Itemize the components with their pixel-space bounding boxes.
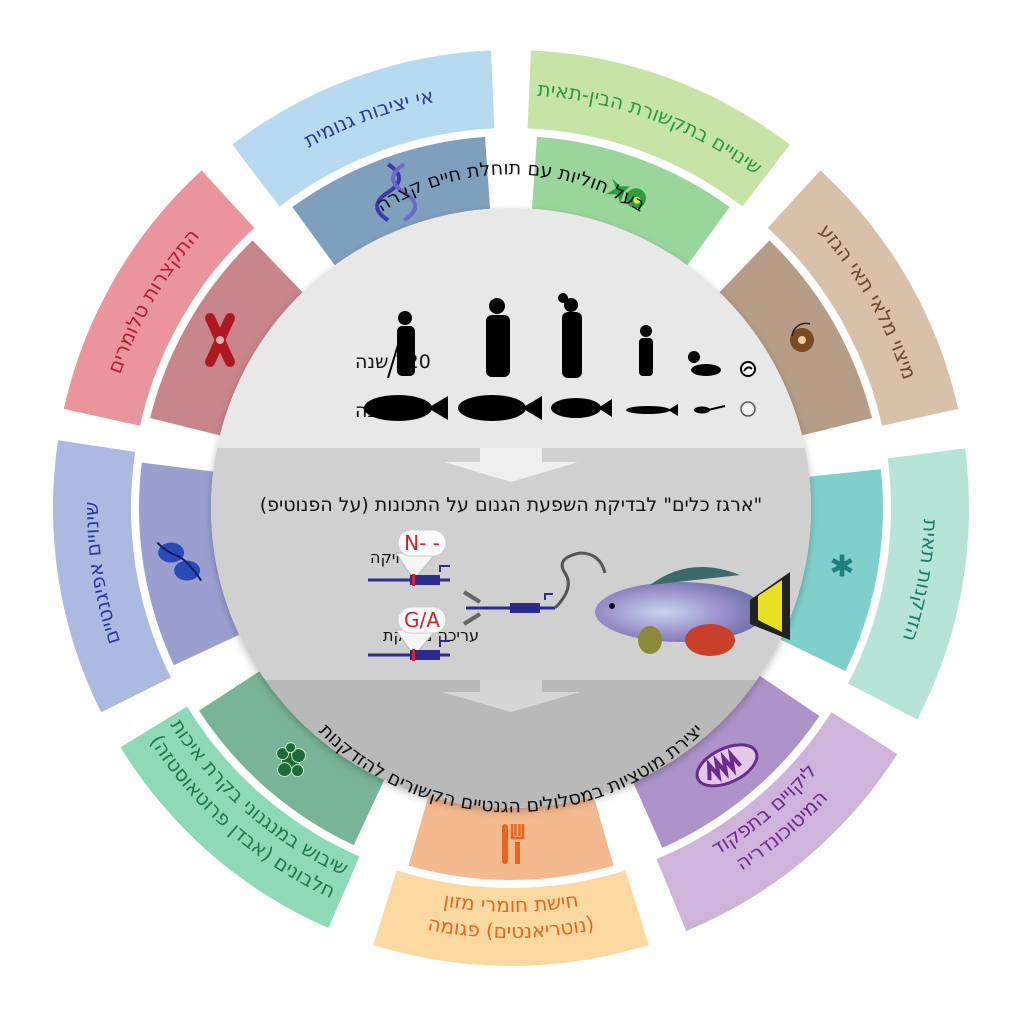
deletion-tag-bubble bbox=[397, 529, 447, 557]
gene-model bbox=[466, 551, 607, 613]
arrow-up-left-icon bbox=[462, 590, 482, 604]
svg-text:✱: ✱ bbox=[829, 549, 854, 584]
chromosome-icon bbox=[205, 313, 236, 367]
old-fish-silhouette-icon bbox=[364, 395, 448, 421]
human-life-stages bbox=[387, 293, 756, 379]
parent-child-silhouette-icon bbox=[558, 293, 582, 378]
down-arrow-icon bbox=[442, 680, 580, 712]
hallmark-nutrient-sensing[interactable]: חישת חומרי מזון(נוטריאנטים) פגומה bbox=[373, 796, 649, 966]
inner-segment[interactable] bbox=[292, 136, 491, 266]
hallmark-epigenetic-alterations[interactable]: שינויים אפיגנטיים bbox=[53, 440, 240, 713]
mitochondrion-icon bbox=[695, 743, 759, 788]
outer-segment[interactable] bbox=[63, 170, 255, 426]
branch-arrows bbox=[462, 590, 482, 626]
hallmark-cellular-senescence[interactable]: ✱הזדקנות תאית bbox=[780, 448, 970, 720]
hallmark-stem-cell-exhaustion[interactable]: מיצוי מלאי תאי הגזע bbox=[719, 170, 959, 436]
embryo-egg-icon bbox=[740, 361, 756, 377]
hallmark-telomere-attrition[interactable]: התקצרות טלומרים bbox=[63, 170, 303, 436]
outer-segment[interactable] bbox=[373, 870, 649, 966]
deletion-tag: N- - bbox=[404, 531, 440, 555]
outer-segment[interactable] bbox=[120, 706, 360, 929]
adult-fish-silhouette-icon bbox=[458, 395, 542, 421]
young-fish-silhouette-icon bbox=[551, 398, 612, 418]
juvenile-fish-silhouette-icon bbox=[626, 404, 678, 416]
toolbox-title: "ארגז כלים" לבדיקת השפעת הגנום על התכונו… bbox=[260, 494, 763, 516]
fork-knife-icon bbox=[502, 824, 525, 864]
killifish-image bbox=[595, 567, 790, 656]
fish-life-stages bbox=[364, 395, 756, 421]
fish-egg-icon bbox=[740, 401, 756, 417]
larva-silhouette-icon bbox=[694, 405, 726, 414]
outer-segment[interactable] bbox=[232, 50, 495, 207]
stem-cell-icon bbox=[789, 322, 814, 352]
arrow-down-left-icon bbox=[462, 612, 482, 626]
outer-segment[interactable] bbox=[53, 440, 171, 713]
dna-icon bbox=[375, 162, 418, 222]
deletion-edit: מחיקה N- - bbox=[368, 529, 450, 586]
outer-segment[interactable] bbox=[848, 448, 970, 720]
elderly-silhouette-icon bbox=[387, 311, 415, 379]
cell-communication-icon bbox=[605, 178, 646, 209]
protein-icon bbox=[276, 742, 307, 778]
outer-segment[interactable] bbox=[767, 170, 959, 426]
outer-segment[interactable] bbox=[656, 712, 898, 932]
nucleosome-icon bbox=[156, 541, 202, 582]
baby-silhouette-icon bbox=[688, 351, 721, 376]
editing-tag-bubble bbox=[397, 606, 447, 634]
down-arrow-icon bbox=[444, 448, 578, 482]
child-silhouette-icon bbox=[639, 325, 653, 376]
chromosome-strand-icon bbox=[553, 551, 607, 610]
precise-edit: עריכה מדויקת G/A bbox=[368, 606, 479, 661]
middle-band bbox=[211, 448, 811, 682]
inner-segment[interactable] bbox=[780, 469, 883, 672]
outer-segment[interactable] bbox=[527, 50, 790, 207]
leaf-icon: ✱ bbox=[829, 549, 854, 584]
hallmark-genomic-instability[interactable]: אי יציבות גנומית bbox=[232, 50, 495, 266]
adult-silhouette-icon bbox=[486, 298, 510, 377]
editing-tag: G/A bbox=[404, 608, 440, 632]
